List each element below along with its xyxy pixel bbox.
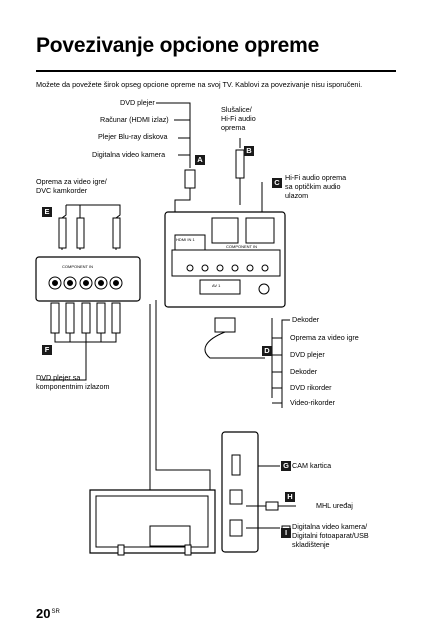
tag-d: D (262, 346, 272, 356)
label-headphones-1: Slušalice/ (221, 105, 252, 114)
label-hifi-1: Hi-Fi audio oprema (285, 173, 347, 182)
label-hifi-3: ulazom (285, 191, 309, 200)
scart-item-4: Dekoder (290, 367, 318, 376)
label-dvd-player-top: DVD plejer (120, 98, 155, 107)
tag-i: I (281, 528, 291, 538)
label-console-2: DVC kamkorder (36, 186, 88, 195)
label-usb-2: Digitalni fotoaparat/USB (292, 531, 369, 540)
label-dvd-component-2: komponentnim izlazom (36, 382, 110, 391)
label-headphones-3: oprema (221, 123, 246, 132)
scart-item-2: Oprema za video igre (290, 333, 359, 342)
label-hifi-2: sa optičkim audio (285, 182, 341, 191)
scart-item-1: Dekoder (292, 315, 320, 324)
tag-h: H (285, 492, 295, 502)
label-dvd-component-1: DVD plejer sa (36, 373, 81, 382)
left-panel-component-label: COMPONENT IN (62, 264, 94, 269)
panel-hdmi-label: HDMI IN 1 (176, 237, 195, 242)
tag-c: C (272, 178, 282, 188)
scart-item-3: DVD plejer (290, 350, 325, 359)
label-usb-3: skladištenje (292, 540, 330, 549)
intro-text: Možete da povežete širok opseg opcione o… (36, 80, 363, 89)
panel-component-label: COMPONENT IN (226, 244, 258, 249)
label-camera: Digitalna video kamera (92, 150, 166, 159)
label-computer: Računar (HDMI izlaz) (100, 115, 169, 124)
label-mhl: MHL uređaj (316, 501, 353, 510)
tag-f: F (42, 345, 52, 355)
title-rule (36, 70, 396, 72)
page-title: Povezivanje opcione opreme (36, 34, 320, 57)
tag-g: G (281, 461, 291, 471)
scart-item-5: DVD rikorder (290, 383, 332, 392)
label-usb-1: Digitalna video kamera/ (292, 522, 368, 531)
label-cam: CAM kartica (292, 461, 332, 470)
label-console-1: Oprema za video igre/ (36, 177, 107, 186)
panel-scart-label: AV 1 (212, 283, 221, 288)
scart-item-6: Video-rikorder (290, 398, 336, 407)
label-bluray: Plejer Blu-ray diskova (98, 132, 168, 141)
label-headphones-2: Hi-Fi audio (221, 114, 256, 123)
page-number: 20SR (36, 606, 60, 621)
tag-e: E (42, 207, 52, 217)
tag-a: A (195, 155, 205, 165)
tag-b: B (244, 146, 254, 156)
